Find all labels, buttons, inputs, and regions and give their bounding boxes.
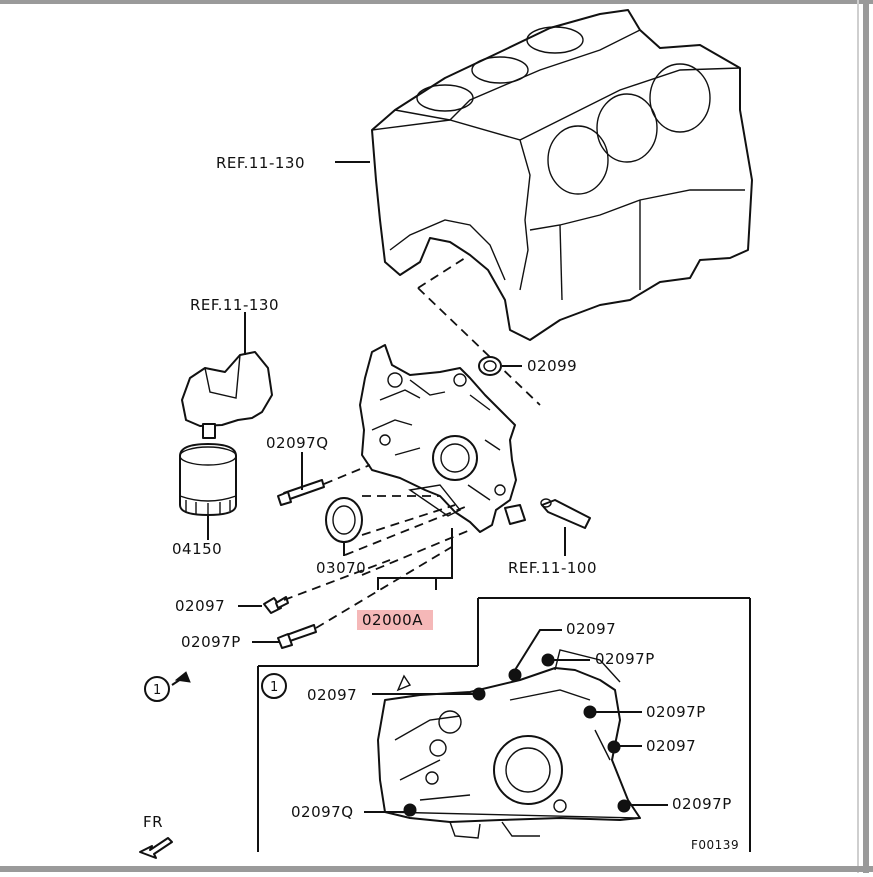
label-03070[interactable]: 03070 bbox=[316, 559, 366, 577]
oil-filter bbox=[179, 443, 237, 516]
label-04150[interactable]: 04150 bbox=[172, 540, 222, 558]
label-02097[interactable]: 02097 bbox=[175, 597, 225, 615]
inset-oil-pump bbox=[377, 649, 641, 839]
bolt-02097P bbox=[277, 624, 317, 649]
inset-leaders bbox=[364, 629, 668, 813]
bolt-02097Q bbox=[277, 479, 325, 506]
front-arrow bbox=[139, 837, 173, 859]
oil-filter-bracket bbox=[181, 351, 273, 439]
view-marker-number: 1 bbox=[153, 683, 162, 698]
inset-label-02097P-top[interactable]: 02097P bbox=[595, 650, 655, 668]
inset-marker-number: 1 bbox=[270, 680, 279, 695]
label-ref-filter-bracket[interactable]: REF.11-130 bbox=[190, 296, 279, 314]
inset-label-02097Q[interactable]: 02097Q bbox=[291, 803, 354, 821]
label-02097Q[interactable]: 02097Q bbox=[266, 434, 329, 452]
label-front: FR bbox=[143, 813, 163, 831]
figure-code: F00139 bbox=[691, 838, 739, 852]
labels: REF.11-130 REF.11-130 02099 02097Q 04150… bbox=[143, 154, 739, 852]
inset-label-02097-top[interactable]: 02097 bbox=[566, 620, 616, 638]
inset-label-02097-right[interactable]: 02097 bbox=[646, 737, 696, 755]
label-02097P[interactable]: 02097P bbox=[181, 633, 241, 651]
label-02099[interactable]: 02099 bbox=[527, 357, 577, 375]
inset-label-02097P-bottom[interactable]: 02097P bbox=[672, 795, 732, 813]
label-ref-block[interactable]: REF.11-130 bbox=[216, 154, 305, 172]
detail-inset bbox=[257, 597, 751, 852]
bolt-02097 bbox=[263, 596, 289, 614]
block-alignment-lines bbox=[417, 257, 541, 406]
highlight-02000A bbox=[357, 610, 433, 630]
oil-seal-03070 bbox=[325, 497, 363, 543]
inset-label-02097P-mid[interactable]: 02097P bbox=[646, 703, 706, 721]
oil-pickup-ref bbox=[540, 498, 591, 529]
o-ring-02099 bbox=[478, 356, 522, 376]
label-ref-pickup[interactable]: REF.11-100 bbox=[508, 559, 597, 577]
view-marker bbox=[144, 671, 191, 702]
label-02000A[interactable]: 02000A bbox=[362, 611, 423, 629]
oil-pump-case bbox=[359, 344, 526, 533]
inset-label-02097-left[interactable]: 02097 bbox=[307, 686, 357, 704]
engine-block bbox=[371, 9, 753, 341]
leader-lines bbox=[207, 161, 566, 643]
